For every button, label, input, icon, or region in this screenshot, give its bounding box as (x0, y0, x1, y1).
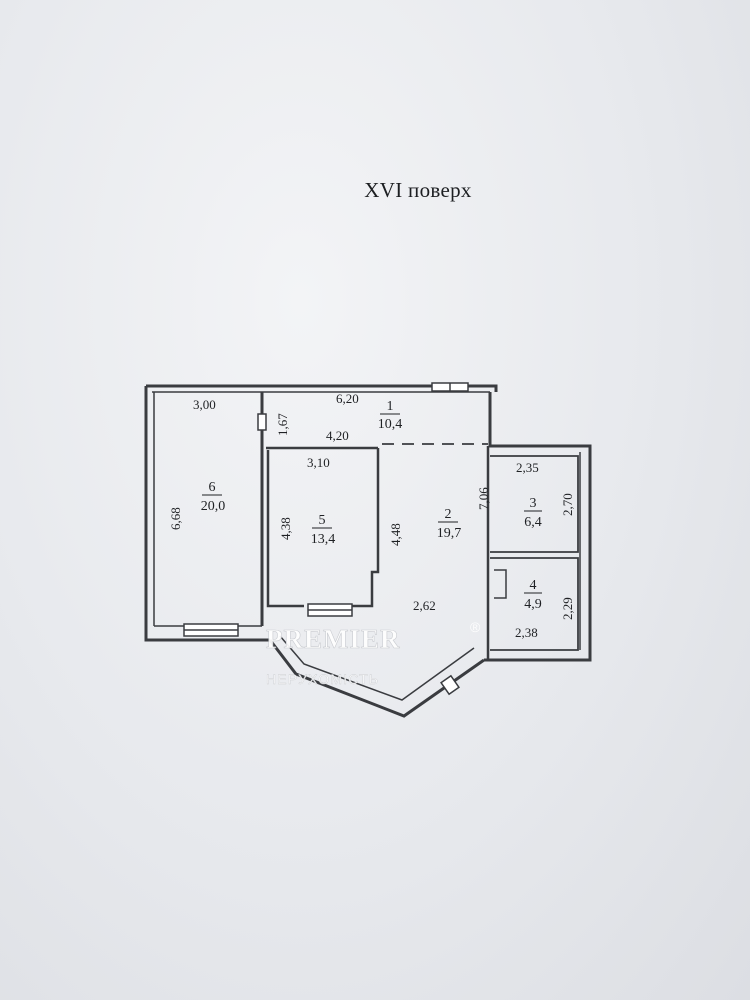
dim-room1-width: 6,20 (336, 391, 359, 406)
floor-title: XVI поверх (364, 178, 472, 202)
room5-left (266, 450, 304, 608)
right-wall-upper (484, 392, 592, 662)
room-area-2: 19,7 (437, 526, 462, 541)
dim-room6-length: 6,68 (168, 507, 183, 530)
room-area-1: 10,4 (378, 417, 403, 432)
interior-walls (266, 443, 579, 660)
dim-room4-width: 2,38 (515, 625, 538, 640)
window-bay (440, 674, 460, 696)
bay-window-inner (279, 635, 475, 701)
watermark-subtitle: НЕРУХОМІСТЬ (266, 671, 379, 687)
dim-room4-length: 2,29 (560, 597, 575, 620)
dimension-labels: 3,00 6,68 6,20 1,67 4,20 3,10 4,38 4,48 … (168, 391, 575, 640)
room3-box (490, 455, 579, 553)
dim-room1-depth: 1,67 (275, 413, 290, 436)
room-area-5: 13,4 (311, 532, 336, 547)
dim-room5-left: 4,38 (278, 517, 293, 540)
room-area-6: 20,0 (201, 499, 226, 514)
room-number-5: 5 (319, 513, 326, 528)
room4-shaft (494, 569, 507, 599)
dim-room5-right: 4,48 (388, 523, 403, 546)
top-wall (146, 384, 498, 392)
dim-room3-length: 2,70 (560, 493, 575, 516)
dim-corridor-width: 4,20 (326, 428, 349, 443)
dim-room2-bay: 2,62 (413, 598, 436, 613)
room-area-3: 6,4 (524, 515, 542, 530)
room-number-4: 4 (530, 578, 537, 593)
room-number-1: 1 (387, 399, 394, 414)
room5-right (352, 448, 380, 608)
outer-walls (144, 384, 592, 718)
room4-box (490, 557, 579, 651)
dim-room3-width: 2,35 (516, 460, 539, 475)
room-labels: 6 20,0 1 10,4 5 13,4 2 19,7 3 6,4 4 4,9 (201, 399, 542, 612)
dim-room2-length: 7,06 (476, 487, 491, 510)
watermark: PREMIER ® НЕРУХОМІСТЬ (266, 619, 482, 687)
room-number-3: 3 (530, 496, 537, 511)
room-area-4: 4,9 (524, 597, 542, 612)
room-number-6: 6 (209, 480, 216, 495)
dim-room6-width: 3,00 (193, 397, 216, 412)
dim-room5-width: 3,10 (307, 455, 330, 470)
watermark-brand: PREMIER (266, 624, 401, 654)
room-number-2: 2 (445, 507, 452, 522)
windows (183, 382, 469, 696)
window-room1-side (257, 413, 267, 431)
left-wall (144, 386, 270, 642)
watermark-registered: ® (470, 619, 482, 635)
